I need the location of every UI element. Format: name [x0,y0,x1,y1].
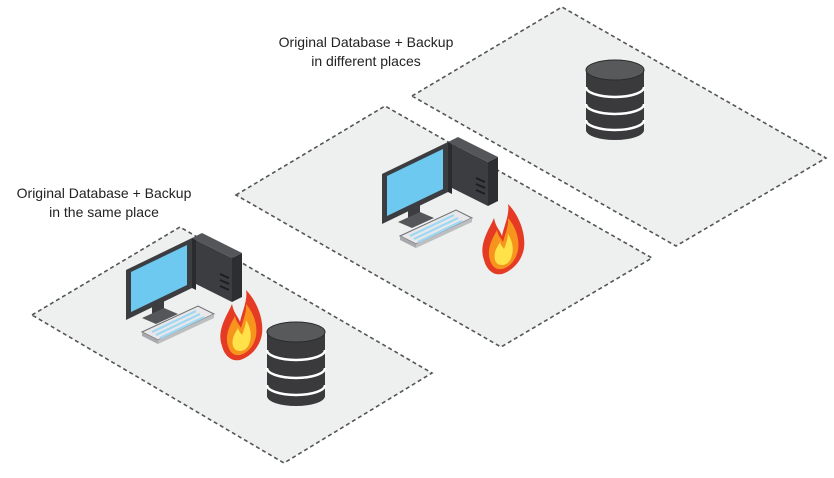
caption-line: Original Database + Backup [278,34,454,50]
computer-icon [382,137,498,248]
database-icon [584,59,646,140]
caption-same-place: Original Database + Backup in the same p… [4,184,204,222]
caption-line: Original Database + Backup [16,185,192,201]
caption-different-places: Original Database + Backup in different … [262,33,470,71]
database-icon [265,321,327,406]
computer-icon [126,233,242,344]
caption-line: in different places [311,53,421,69]
fire-icon [220,290,263,361]
fire-icon [482,204,525,275]
caption-line: in the same place [49,204,159,220]
